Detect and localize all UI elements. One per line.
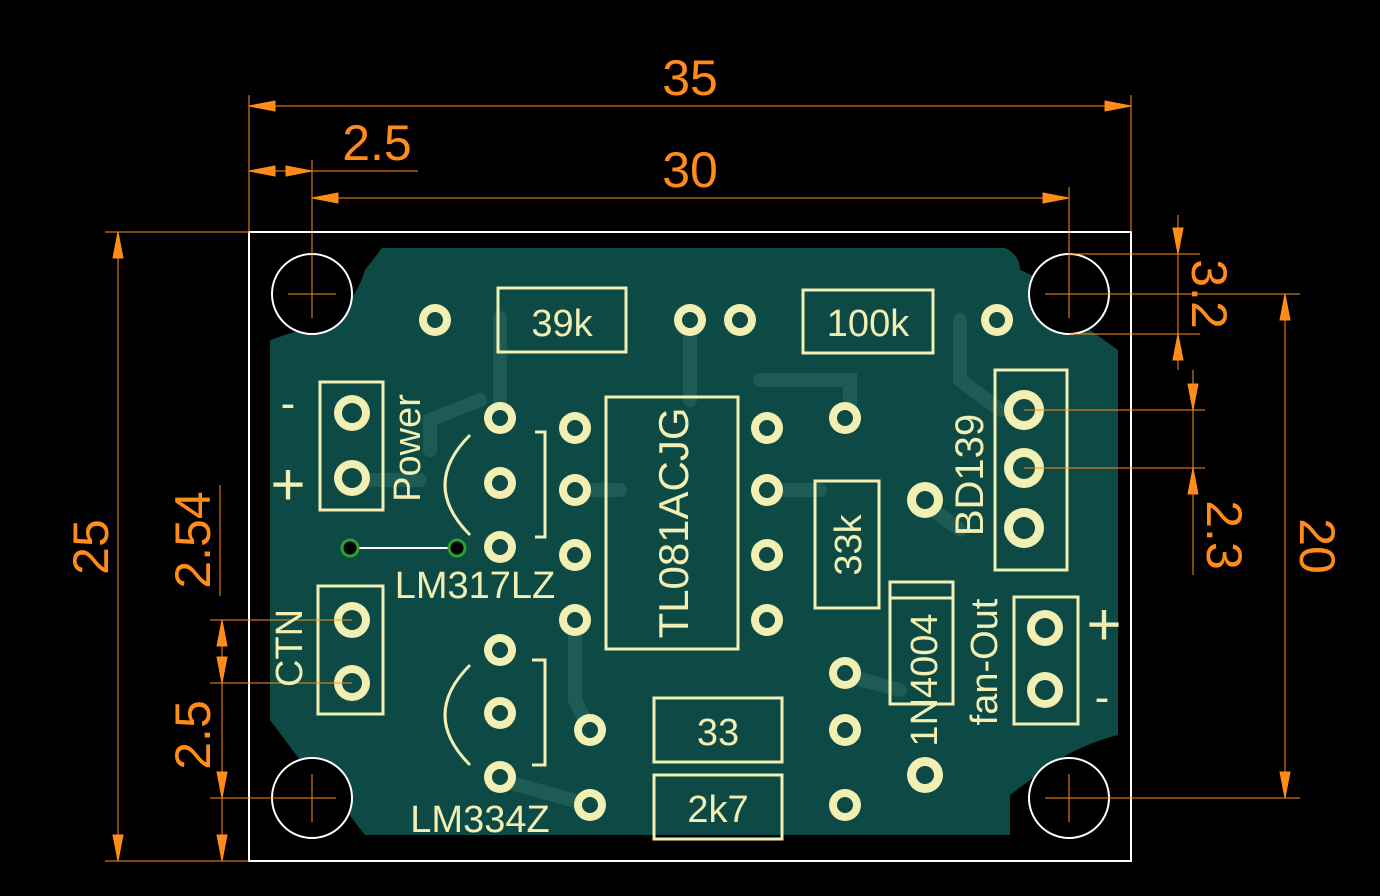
- dim-edge-offset-top: 2.5: [342, 115, 412, 171]
- label-transistor: BD139: [948, 414, 992, 536]
- dim-hole-diameter: 3.2: [1181, 259, 1237, 329]
- silkscreen-outlines: [316, 286, 1080, 841]
- label-power-minus: -: [281, 379, 296, 428]
- lm317-outline: [443, 430, 547, 539]
- resistor-2k7-outline: [652, 773, 784, 841]
- label-resistor-2k7: 2k7: [687, 789, 748, 831]
- label-power-plus: +: [270, 451, 305, 518]
- resistor-100k-outline: [801, 288, 935, 355]
- lm334-outline: [443, 658, 547, 767]
- diode-outline: [888, 580, 955, 706]
- dim-edge-offset-left: 2.5: [165, 700, 221, 770]
- dim-width-total: 35: [662, 50, 718, 106]
- label-diode: 1N4004: [904, 613, 946, 746]
- dimension-lines: [105, 95, 1300, 862]
- ic-outline: [604, 395, 740, 651]
- label-resistor-33: 33: [697, 712, 739, 754]
- label-lm334: LM334Z: [410, 799, 549, 841]
- resistor-33-outline: [652, 696, 784, 764]
- label-lm317: LM317LZ: [395, 565, 556, 607]
- resistor-39k-outline: [496, 286, 628, 354]
- board-outline: [248, 231, 1132, 862]
- label-resistor-33k: 33k: [828, 513, 870, 575]
- label-resistor-100k: 100k: [827, 303, 910, 345]
- dim-pin-pitch-right: 2.3: [1196, 500, 1252, 570]
- resistor-33k-outline: [813, 479, 881, 610]
- dim-width-inner: 30: [662, 142, 718, 198]
- label-power-connector: Power: [387, 394, 429, 502]
- fan-connector-outline: [1012, 595, 1080, 726]
- power-connector-outline: [318, 380, 385, 512]
- dim-height-inner: 20: [1289, 518, 1345, 574]
- pad-holes: [342, 312, 1055, 813]
- jumper-wire: [340, 538, 467, 558]
- label-fan-plus: +: [1086, 591, 1121, 658]
- transistor-outline: [993, 368, 1069, 572]
- ctn-connector-outline: [316, 584, 385, 716]
- dim-pin-pitch-left: 2.54: [165, 491, 221, 588]
- label-fan-minus: -: [1095, 673, 1110, 722]
- label-ctn-connector: CTN: [269, 609, 311, 687]
- label-ic: TL081ACJG: [650, 407, 697, 638]
- label-resistor-39k: 39k: [531, 303, 593, 345]
- label-fan-connector: fan-Out: [964, 598, 1006, 725]
- dim-height-total: 25: [63, 519, 119, 575]
